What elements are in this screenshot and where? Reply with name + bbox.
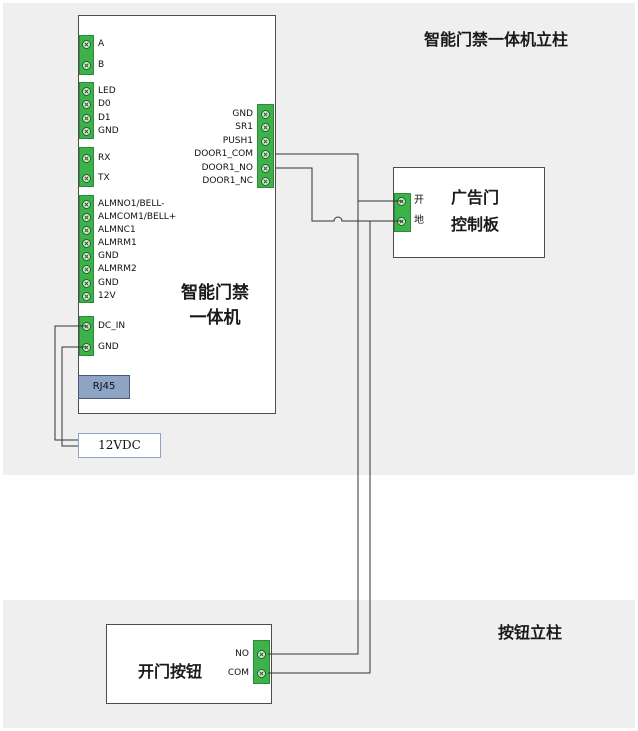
- pin-label-b: B: [98, 60, 105, 70]
- terminal-screw: [257, 669, 266, 678]
- terminal-screw: [82, 127, 91, 136]
- terminal-screw: [261, 110, 270, 119]
- pin-label-gnd: GND: [232, 109, 253, 119]
- pin-label-d1: D1: [98, 113, 111, 123]
- wire-ground-to-button-com: [268, 221, 371, 674]
- wire-dc-in: [54, 325, 86, 441]
- terminal-screw: [82, 61, 91, 70]
- terminal-screw: [82, 200, 91, 209]
- top-column-title: 智能门禁一体机立柱: [424, 30, 569, 49]
- wire-door-com-to-open: [275, 153, 403, 202]
- pin-label-door1-com: DOOR1_COM: [194, 149, 253, 159]
- pin-label-gnd: GND: [98, 126, 119, 136]
- terminal-screw: [82, 213, 91, 222]
- pin-label-almcom1-bell-: ALMCOM1/BELL+: [98, 212, 177, 222]
- terminal-screw: [82, 239, 91, 248]
- wire-gnd: [61, 346, 86, 447]
- pin-label-almrm1: ALMRM1: [98, 238, 137, 248]
- terminal-screw: [82, 292, 91, 301]
- pin-label-sr1: SR1: [235, 122, 253, 132]
- terminal-screw: [82, 154, 91, 163]
- bottom-column-title: 按钮立柱: [498, 623, 563, 642]
- terminal-screw: [82, 87, 91, 96]
- terminal-block-alarm: [79, 195, 94, 303]
- pin-label-open: 开: [414, 195, 424, 206]
- controller-box: [78, 15, 276, 414]
- pin-label-com: COM: [227, 668, 249, 678]
- terminal-block-led-wiegand: [79, 82, 94, 139]
- pin-label-12v: 12V: [98, 291, 116, 301]
- terminal-screw: [82, 265, 91, 274]
- ad-board-title-line2: 控制板: [450, 215, 499, 234]
- pin-label-ground: 地: [414, 215, 424, 226]
- pin-label-tx: TX: [98, 173, 110, 183]
- controller-title-line2: 一体机: [189, 308, 241, 328]
- ad-board-title-line1: 广告门: [450, 188, 499, 207]
- terminal-screw: [82, 174, 91, 183]
- terminal-screw: [82, 279, 91, 288]
- terminal-screw: [82, 40, 91, 49]
- pin-label-almrm2: ALMRM2: [98, 264, 137, 274]
- pin-label-dc-in: DC_IN: [98, 321, 126, 331]
- power-supply-12vdc: 12VDC: [78, 433, 161, 458]
- wire-open-to-button-no: [268, 201, 359, 655]
- ad-door-control-board: [393, 167, 545, 258]
- pin-label-almnc1: ALMNC1: [98, 225, 136, 235]
- pin-label-push1: PUSH1: [222, 136, 253, 146]
- pin-label-led: LED: [98, 86, 116, 96]
- pin-label-almno1-bell-: ALMNO1/BELL-: [98, 199, 165, 209]
- rj45-port: RJ45: [78, 375, 130, 399]
- pin-label-gnd: GND: [98, 278, 119, 288]
- terminal-screw: [82, 100, 91, 109]
- door-open-button-title: 开门按钮: [137, 662, 202, 681]
- terminal-screw: [82, 114, 91, 123]
- wire-door-no-to-ground: [275, 167, 403, 222]
- terminal-screw: [257, 650, 266, 659]
- pin-label-door1-nc: DOOR1_NC: [202, 176, 253, 186]
- pin-label-rx: RX: [98, 153, 111, 163]
- terminal-screw: [261, 137, 270, 146]
- controller-title-line1: 智能门禁: [181, 283, 249, 303]
- pin-label-a: A: [98, 39, 105, 49]
- terminal-screw: [261, 123, 270, 132]
- pin-label-d0: D0: [98, 99, 111, 109]
- terminal-screw: [82, 252, 91, 261]
- terminal-screw: [261, 150, 270, 159]
- door-open-button-box: [106, 624, 272, 704]
- pin-label-gnd: GND: [98, 251, 119, 261]
- pin-label-no: NO: [235, 649, 249, 659]
- pin-label-door1-no: DOOR1_NO: [201, 163, 253, 173]
- terminal-screw: [82, 226, 91, 235]
- terminal-screw: [261, 164, 270, 173]
- pin-label-gnd: GND: [98, 342, 119, 352]
- terminal-screw: [261, 177, 270, 186]
